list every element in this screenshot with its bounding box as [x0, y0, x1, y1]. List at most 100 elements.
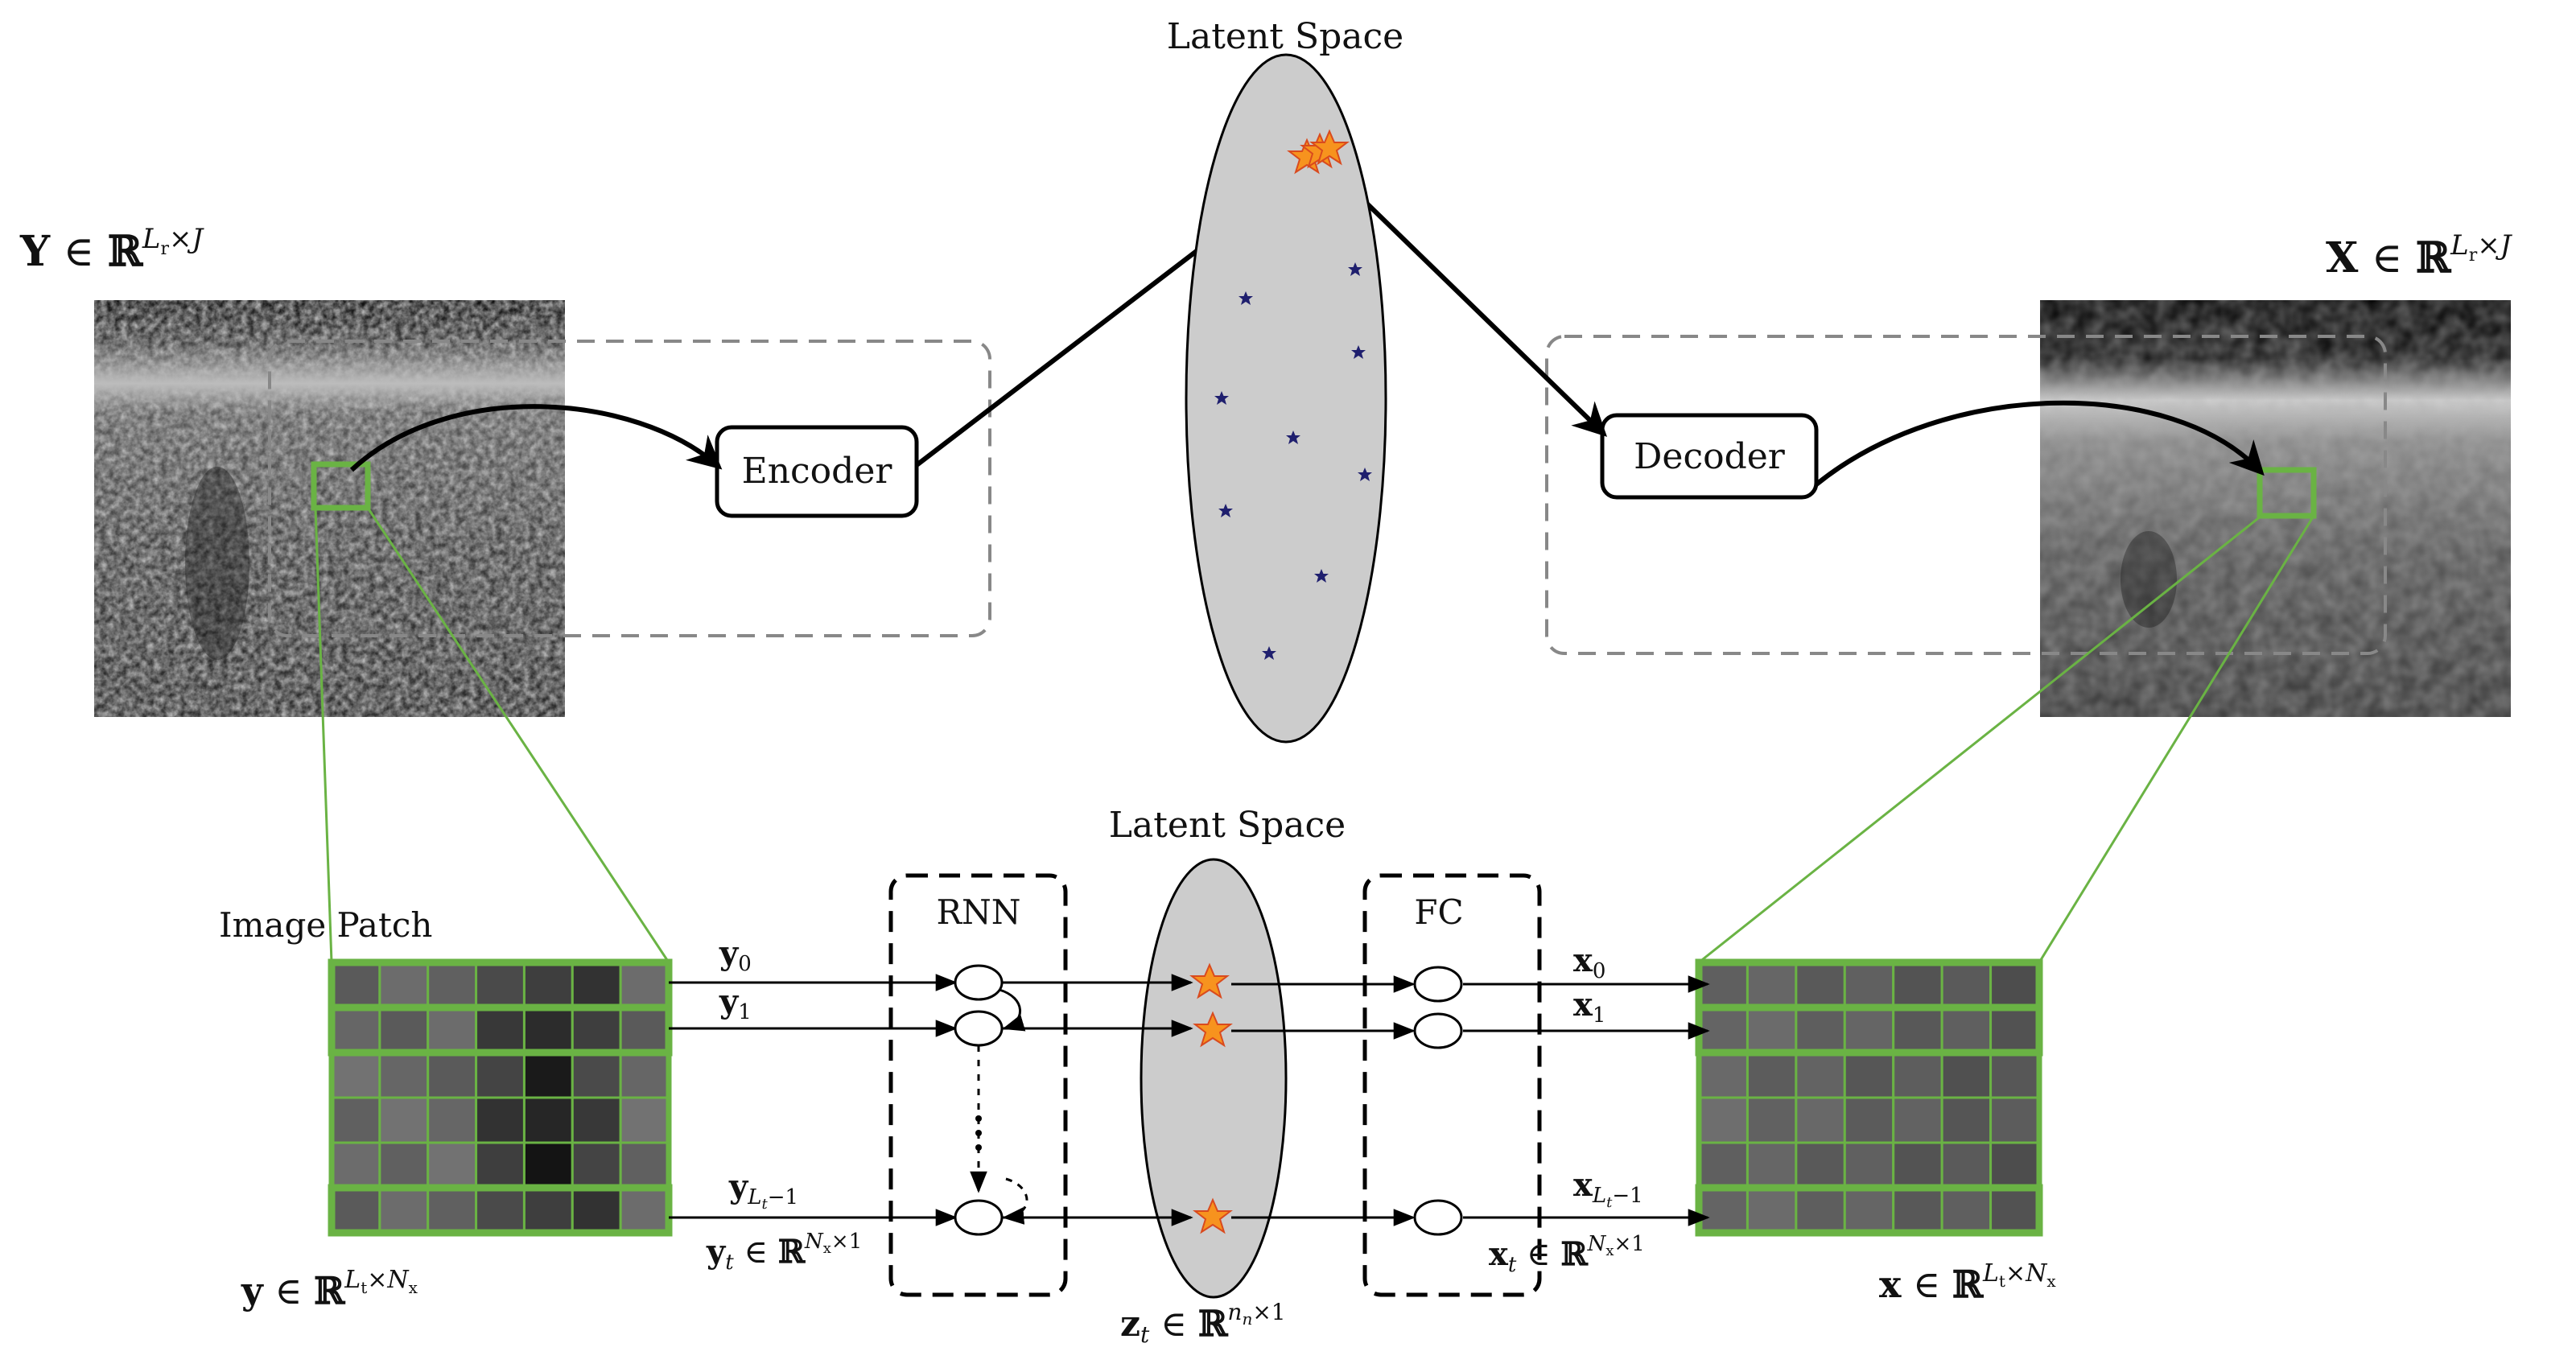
patch-cell	[1697, 1141, 1749, 1189]
patch-cell	[1745, 1141, 1798, 1189]
zoom-lines	[314, 507, 2315, 964]
patch-cell	[1940, 1051, 1993, 1099]
decoder-block: Decoder	[1600, 413, 1819, 500]
patch-cell	[1940, 961, 1993, 1009]
patch-cell	[330, 1006, 381, 1054]
xt-dimension-label: xt ∈ ℝNx×1	[1489, 1232, 1645, 1277]
patch-cell	[1843, 1006, 1895, 1054]
fc-label: FC	[1414, 892, 1463, 932]
patch-cell	[1843, 1141, 1895, 1189]
patch-cell	[522, 1006, 574, 1054]
rnn-node-0	[954, 964, 1004, 1001]
patch-cell	[571, 1141, 622, 1189]
top-latent-space: Latent Space	[1167, 16, 1403, 744]
patch-cell	[522, 1051, 574, 1099]
rnn-node-1	[954, 1010, 1004, 1047]
top-latent-title: Latent Space	[1167, 16, 1403, 57]
bottom-latent-ellipse	[1140, 858, 1288, 1299]
patch-cell	[475, 1006, 526, 1054]
patch-cell	[1745, 1051, 1798, 1099]
patch-cell	[1843, 1051, 1895, 1099]
patch-cell	[1940, 1006, 1993, 1054]
input-matrix-label: Y ∈ ℝLr×J	[19, 223, 205, 276]
patch-cell	[378, 1006, 430, 1054]
patch-cell	[475, 1141, 526, 1189]
decoder-dashed-region	[1545, 335, 2387, 655]
fc-node-1	[1413, 1012, 1463, 1049]
encoder-dashed-region	[268, 340, 991, 637]
patch-cell	[427, 961, 478, 1009]
patch-cell	[571, 1006, 622, 1054]
patch-cell	[1989, 1186, 2041, 1234]
patch-cell	[522, 1186, 574, 1234]
output-reconstructed-image	[2040, 300, 2511, 717]
patch-cell	[619, 1006, 670, 1054]
input-patch-grid	[328, 958, 673, 1237]
patch-cell	[475, 961, 526, 1009]
patch-cell	[571, 1051, 622, 1099]
rnn-dashed-box	[888, 873, 1068, 1297]
patch-cell	[330, 1186, 381, 1234]
patch-cell	[1795, 1186, 1846, 1234]
patch-cell	[1745, 1186, 1798, 1234]
patch-cell	[1989, 1096, 2041, 1144]
patch-cell	[571, 1096, 622, 1144]
output-label-x1: x1	[1573, 986, 1605, 1028]
rnn-label: RNN	[936, 892, 1020, 932]
zt-dimension-label: zt ∈ ℝnn×1	[1120, 1299, 1286, 1348]
patch-cell	[1892, 961, 1943, 1009]
patch-cell	[1989, 1006, 2041, 1054]
input-label-ylast: yLt−1	[728, 1168, 798, 1213]
patch-cell	[1697, 1096, 1749, 1144]
patch-cell	[1940, 1096, 1993, 1144]
patch-cell	[1892, 1096, 1943, 1144]
patch-cell	[475, 1096, 526, 1144]
patch-cell	[1745, 1006, 1798, 1054]
patch-cell	[1795, 1096, 1846, 1144]
input-label-y1: y1	[719, 983, 752, 1024]
image-patch-title: Image Patch	[219, 905, 432, 945]
output-matrix-label: X ∈ ℝLr×J	[2326, 229, 2513, 282]
patch-cell	[1843, 1186, 1895, 1234]
patch-cell	[1989, 1141, 2041, 1189]
signal-lines	[669, 974, 1710, 1226]
output-label-x0: x0	[1573, 942, 1605, 983]
patch-row-highlight	[328, 1184, 673, 1237]
top-latent-ellipse	[1185, 53, 1387, 744]
patch-cell	[1940, 1186, 1993, 1234]
patch-cell	[619, 961, 670, 1009]
output-label-xlast: xLt−1	[1573, 1166, 1643, 1211]
patch-cell	[619, 1096, 670, 1144]
patch-cell	[427, 1006, 478, 1054]
output-patch-grid	[1695, 958, 2043, 1237]
patch-cell	[1940, 1141, 1993, 1189]
fc-node-last	[1413, 1199, 1463, 1236]
patch-cell	[378, 1096, 430, 1144]
patch-cell	[619, 1141, 670, 1189]
fc-dashed-box	[1362, 873, 1542, 1297]
patch-cell	[427, 1141, 478, 1189]
recon-dimension-label: x ∈ ℝLt×Nx	[1879, 1259, 2056, 1306]
patch-cell	[330, 1096, 381, 1144]
patch-cell	[1795, 1051, 1846, 1099]
patch-cell	[427, 1051, 478, 1099]
patch-cell	[330, 1141, 381, 1189]
patch-cell	[1745, 961, 1798, 1009]
input-patch-marker	[311, 461, 371, 511]
patch-cell	[1892, 1141, 1943, 1189]
fc-nodes	[1413, 966, 1463, 1236]
patch-cell	[1843, 1096, 1895, 1144]
encoder-label: Encoder	[742, 451, 893, 492]
patch-cell	[1697, 1186, 1749, 1234]
patch-cell	[619, 1051, 670, 1099]
yt-dimension-label: yt ∈ ℝNx×1	[706, 1230, 862, 1275]
patch-cell	[427, 1096, 478, 1144]
patch-cell	[1892, 1186, 1943, 1234]
patch-cell	[378, 1141, 430, 1189]
patch-cell	[571, 961, 622, 1009]
patch-cell	[1697, 1051, 1749, 1099]
rnn-nodes	[954, 964, 1004, 1236]
patch-cell	[522, 1141, 574, 1189]
output-patch-marker	[2257, 467, 2317, 519]
